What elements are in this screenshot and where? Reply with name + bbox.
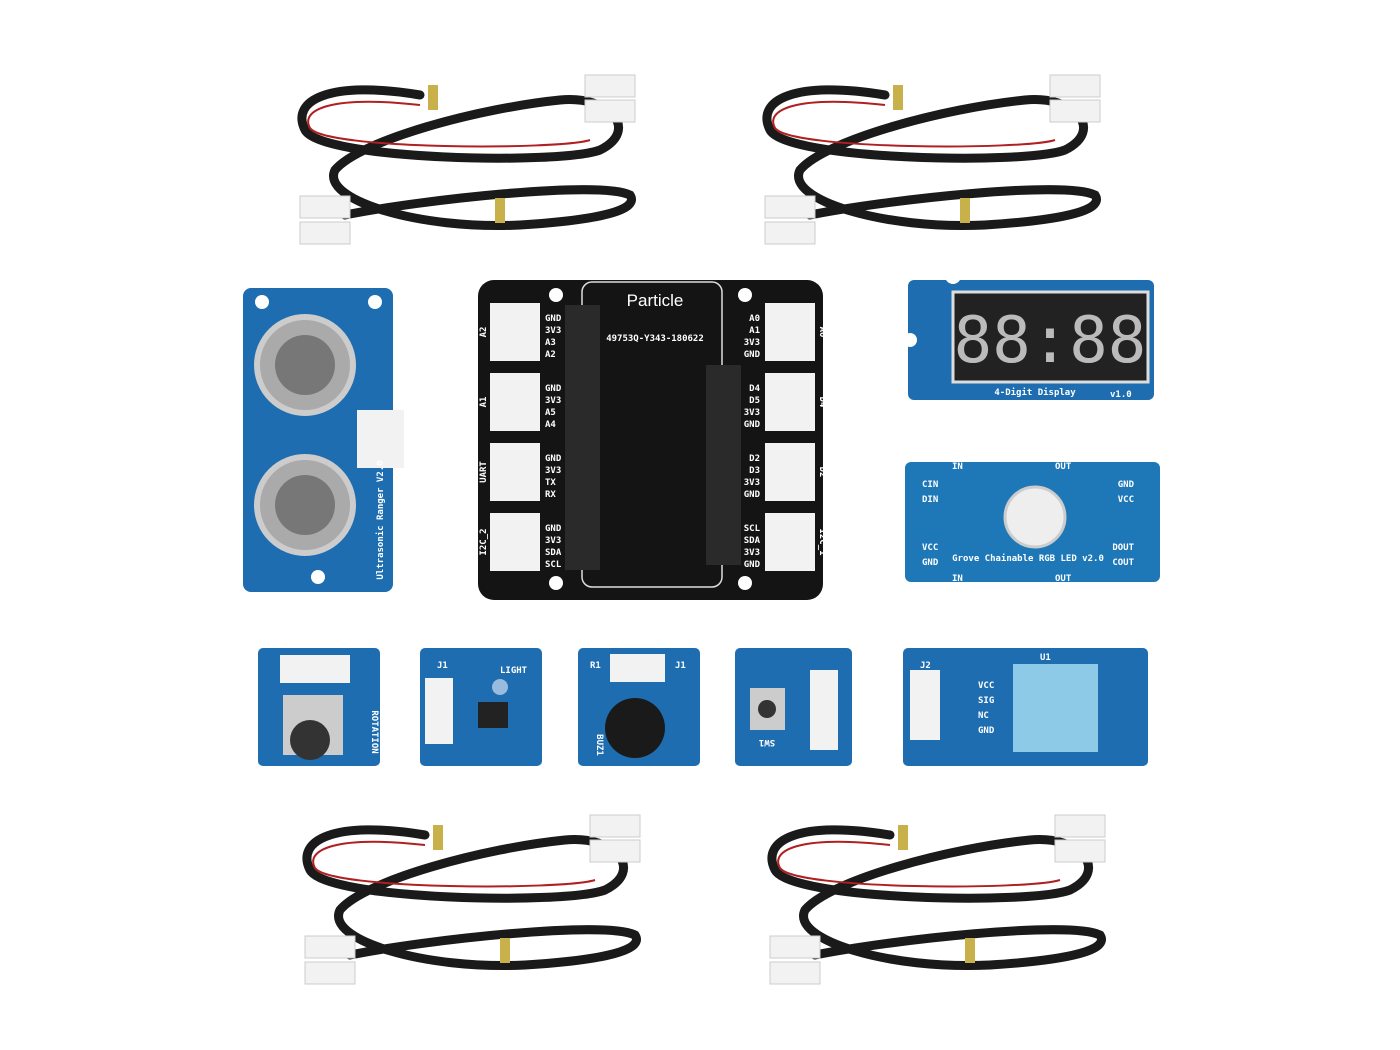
pin-label: GND	[545, 384, 562, 394]
pin-label: VCC	[978, 681, 994, 691]
port-label: I2C_2	[479, 528, 489, 555]
chip-label: U1	[1040, 653, 1051, 663]
pin-label: 3V3	[744, 548, 760, 558]
grove-port	[490, 303, 540, 361]
pin-label: GND	[922, 558, 939, 568]
pin-label: SDA	[744, 536, 761, 546]
ultrasonic-label: Ultrasonic Ranger V2.0	[375, 460, 386, 579]
particle-logo: Particle	[627, 291, 684, 310]
pin-label: SCL	[545, 560, 562, 570]
port-label: A0	[817, 327, 827, 338]
button-board: SW1	[735, 648, 852, 766]
rotary-label: ROTATION	[369, 710, 379, 753]
pin-label: D5	[749, 396, 760, 406]
pin-label: SCL	[744, 524, 761, 534]
connector-label: J1	[437, 661, 448, 671]
grove-cable	[300, 75, 635, 244]
port-label: UART	[479, 461, 489, 483]
serial-number: 49753Q-Y343-180622	[606, 334, 704, 344]
pin-label: GND	[744, 350, 761, 360]
light-label: LIGHT	[500, 666, 528, 676]
grove-port	[490, 513, 540, 571]
pin-label: GND	[744, 490, 761, 500]
grove-port	[765, 443, 815, 501]
pin-label: CIN	[922, 480, 938, 490]
pin-label: D3	[749, 466, 760, 476]
pin-label: A4	[545, 420, 556, 430]
connector-label: J2	[920, 661, 931, 671]
out-label: OUT	[1055, 462, 1072, 472]
pin-label: GND	[744, 420, 761, 430]
temperature-humidity-sensor-board: J2 U1 VCC SIG NC GND	[903, 648, 1148, 766]
grove-port	[765, 513, 815, 571]
out-label: OUT	[1055, 574, 1072, 584]
pin-label: GND	[545, 454, 562, 464]
resistor-label: R1	[590, 661, 601, 671]
in-label: IN	[952, 462, 963, 472]
port-label: D2	[817, 467, 827, 478]
grove-cable	[305, 815, 640, 984]
pin-label: RX	[545, 490, 556, 500]
pin-label: GND	[978, 726, 995, 736]
pin-label: TX	[545, 478, 556, 488]
pin-label: GND	[545, 314, 562, 324]
seven-segment-digits: 88:88	[954, 304, 1147, 378]
pin-label: 3V3	[744, 338, 760, 348]
chainable-rgb-led-board: Grove Chainable RGB LED v2.0 IN OUT IN O…	[905, 462, 1160, 584]
pin-label: VCC	[922, 543, 938, 553]
pin-label: NC	[978, 711, 989, 721]
pin-label: GND	[545, 524, 562, 534]
pin-label: DOUT	[1112, 543, 1134, 553]
pin-label: A2	[545, 350, 556, 360]
display-version: v1.0	[1110, 390, 1132, 400]
pin-label: D4	[749, 384, 760, 394]
pin-label: DIN	[922, 495, 938, 505]
pin-label: COUT	[1112, 558, 1134, 568]
grove-cable	[770, 815, 1105, 984]
pin-label: GND	[1118, 480, 1135, 490]
pin-label: D2	[749, 454, 760, 464]
pin-label: 3V3	[545, 466, 561, 476]
pin-label: SIG	[978, 696, 994, 706]
pin-label: VCC	[1118, 495, 1134, 505]
rgb-led-label: Grove Chainable RGB LED v2.0	[952, 553, 1104, 564]
buzzer-board: J1 R1 BUZ1	[578, 648, 700, 766]
four-digit-display-board: 88:88 4-Digit Display v1.0	[903, 268, 1154, 400]
port-label: A2	[479, 327, 489, 338]
pin-label: GND	[744, 560, 761, 570]
pin-label: A3	[545, 338, 556, 348]
pin-label: 3V3	[545, 396, 561, 406]
button-label: SW1	[759, 737, 775, 747]
pin-label: A1	[749, 326, 760, 336]
port-label: I2C_1	[817, 528, 827, 555]
grove-port	[765, 303, 815, 361]
pin-label: A5	[545, 408, 556, 418]
pin-label: 3V3	[545, 536, 561, 546]
ultrasonic-ranger-board: Ultrasonic Ranger V2.0	[243, 288, 404, 592]
in-label: IN	[952, 574, 963, 584]
connector-label: J1	[675, 661, 686, 671]
grove-cable	[765, 75, 1100, 244]
rotary-angle-sensor-board: ROTATION	[258, 648, 380, 766]
grove-port	[765, 373, 815, 431]
pin-label: 3V3	[545, 326, 561, 336]
grove-port	[490, 373, 540, 431]
buzzer-label: BUZ1	[594, 734, 604, 756]
port-label: A1	[479, 397, 489, 408]
pin-label: 3V3	[744, 408, 760, 418]
port-label: D4	[817, 397, 827, 408]
pin-label: 3V3	[744, 478, 760, 488]
pin-label: SDA	[545, 548, 562, 558]
light-sensor-board: LIGHT J1	[420, 648, 542, 766]
grove-port	[490, 443, 540, 501]
pin-label: A0	[749, 314, 760, 324]
particle-shield-board: Particle 49753Q-Y343-180622 A2GND3V3A3A2…	[478, 280, 827, 600]
display-label: 4-Digit Display	[994, 387, 1076, 398]
